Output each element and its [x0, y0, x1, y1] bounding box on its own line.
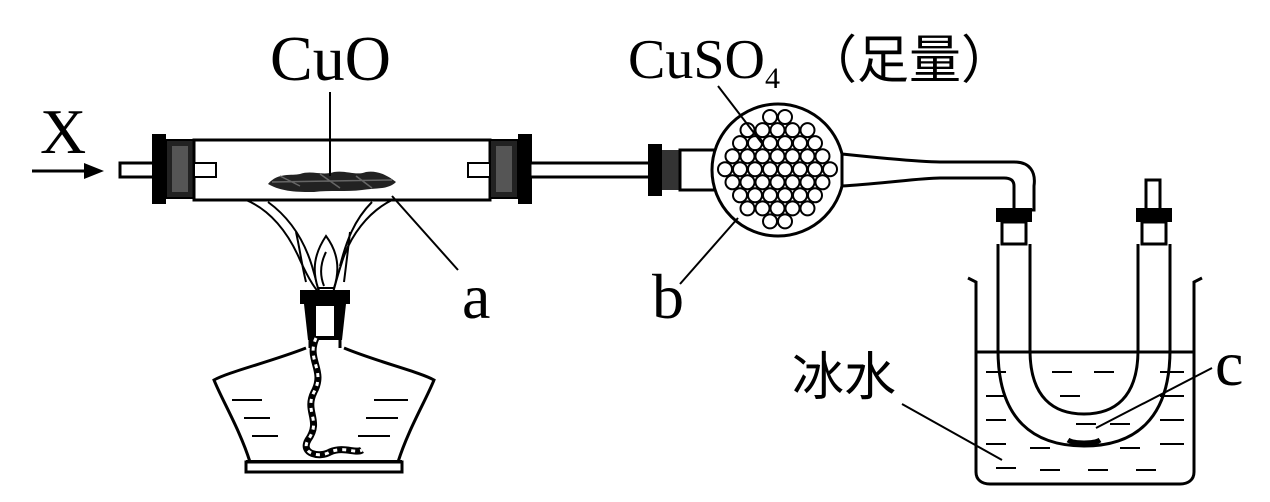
- cuso4-granule: [762, 187, 778, 204]
- label-a: a: [462, 261, 490, 332]
- cuo-powder: [268, 171, 396, 192]
- cuso4-granule: [799, 200, 816, 217]
- cuo-label: CuO: [270, 23, 391, 94]
- cuso4-granule: [792, 187, 808, 204]
- label-b: b: [652, 261, 684, 332]
- pointer-b: [679, 217, 739, 285]
- cuso4-granule: [777, 187, 793, 204]
- cuso4-granule: [807, 187, 823, 204]
- cuso4-granule: [739, 174, 756, 191]
- cuso4-granule: [792, 135, 808, 152]
- gas-x-label: X: [40, 96, 86, 167]
- cuso4-granule: [754, 122, 771, 139]
- reaction-tube: [118, 134, 652, 204]
- cuso4-granule: [732, 135, 748, 152]
- cuso4-granule: [814, 174, 831, 191]
- beaker: [967, 276, 1203, 486]
- gas-flow-arrow: [32, 163, 104, 179]
- cuso4-granule: [799, 122, 816, 139]
- cuso4-granule: [754, 174, 771, 191]
- cuso4-granule: [822, 161, 838, 178]
- pointer-a: [391, 195, 459, 271]
- cuso4-granule: [784, 122, 801, 139]
- cuso4-granule: [769, 174, 786, 191]
- cuso4-granule: [777, 213, 793, 230]
- cuso4-granule: [807, 135, 823, 152]
- burner-flame: [245, 199, 393, 297]
- cuso4-granule: [724, 148, 741, 165]
- cuso4-granule: [747, 161, 763, 178]
- cuso4-granule: [747, 187, 763, 204]
- cuso4-granule: [717, 161, 733, 178]
- cuso4-granule: [784, 174, 801, 191]
- pointer-c: [1095, 367, 1213, 429]
- cuso4-granule: [739, 148, 756, 165]
- cuso4-granule: [814, 148, 831, 165]
- cuso4-granule: [784, 148, 801, 165]
- cuso4-granule: [732, 187, 748, 204]
- cuso4-granule: [732, 161, 748, 178]
- cuso4-label: CuSO4: [628, 29, 780, 95]
- ice-water-label: 冰水: [792, 348, 896, 408]
- cuso4-granule: [784, 200, 801, 217]
- cuso4-granule: [762, 135, 778, 152]
- alcohol-lamp: [212, 290, 436, 474]
- label-c: c: [1215, 328, 1243, 399]
- cuso4-granule: [754, 200, 771, 217]
- cuso4-granule: [792, 161, 808, 178]
- cuso4-granule: [777, 161, 793, 178]
- cuso4-granule: [762, 213, 778, 230]
- cuso4-granule: [777, 135, 793, 152]
- cuso4-granule: [754, 148, 771, 165]
- cuso4-granule: [739, 200, 756, 217]
- cuso4-granule: [762, 161, 778, 178]
- u-tube-c: [996, 178, 1172, 448]
- cuso4-granule: [807, 161, 823, 178]
- cuso4-granule: [747, 135, 763, 152]
- ice-water-lines: [986, 371, 1184, 471]
- cuso4-granule: [799, 174, 816, 191]
- cuso4-granule: [799, 148, 816, 165]
- cuso4-granule: [777, 109, 793, 125]
- cuso4-granule: [769, 122, 786, 139]
- drying-tube-b: [648, 102, 1036, 238]
- cuso4-granule: [769, 200, 786, 217]
- sufficient-note: （足量）: [805, 31, 1013, 91]
- ice-water-pointer: [901, 403, 1003, 461]
- cuso4-granule: [724, 174, 741, 191]
- cuso4-granule: [762, 109, 778, 125]
- cuso4-granule: [769, 148, 786, 165]
- cuso4-pointer: [717, 85, 765, 147]
